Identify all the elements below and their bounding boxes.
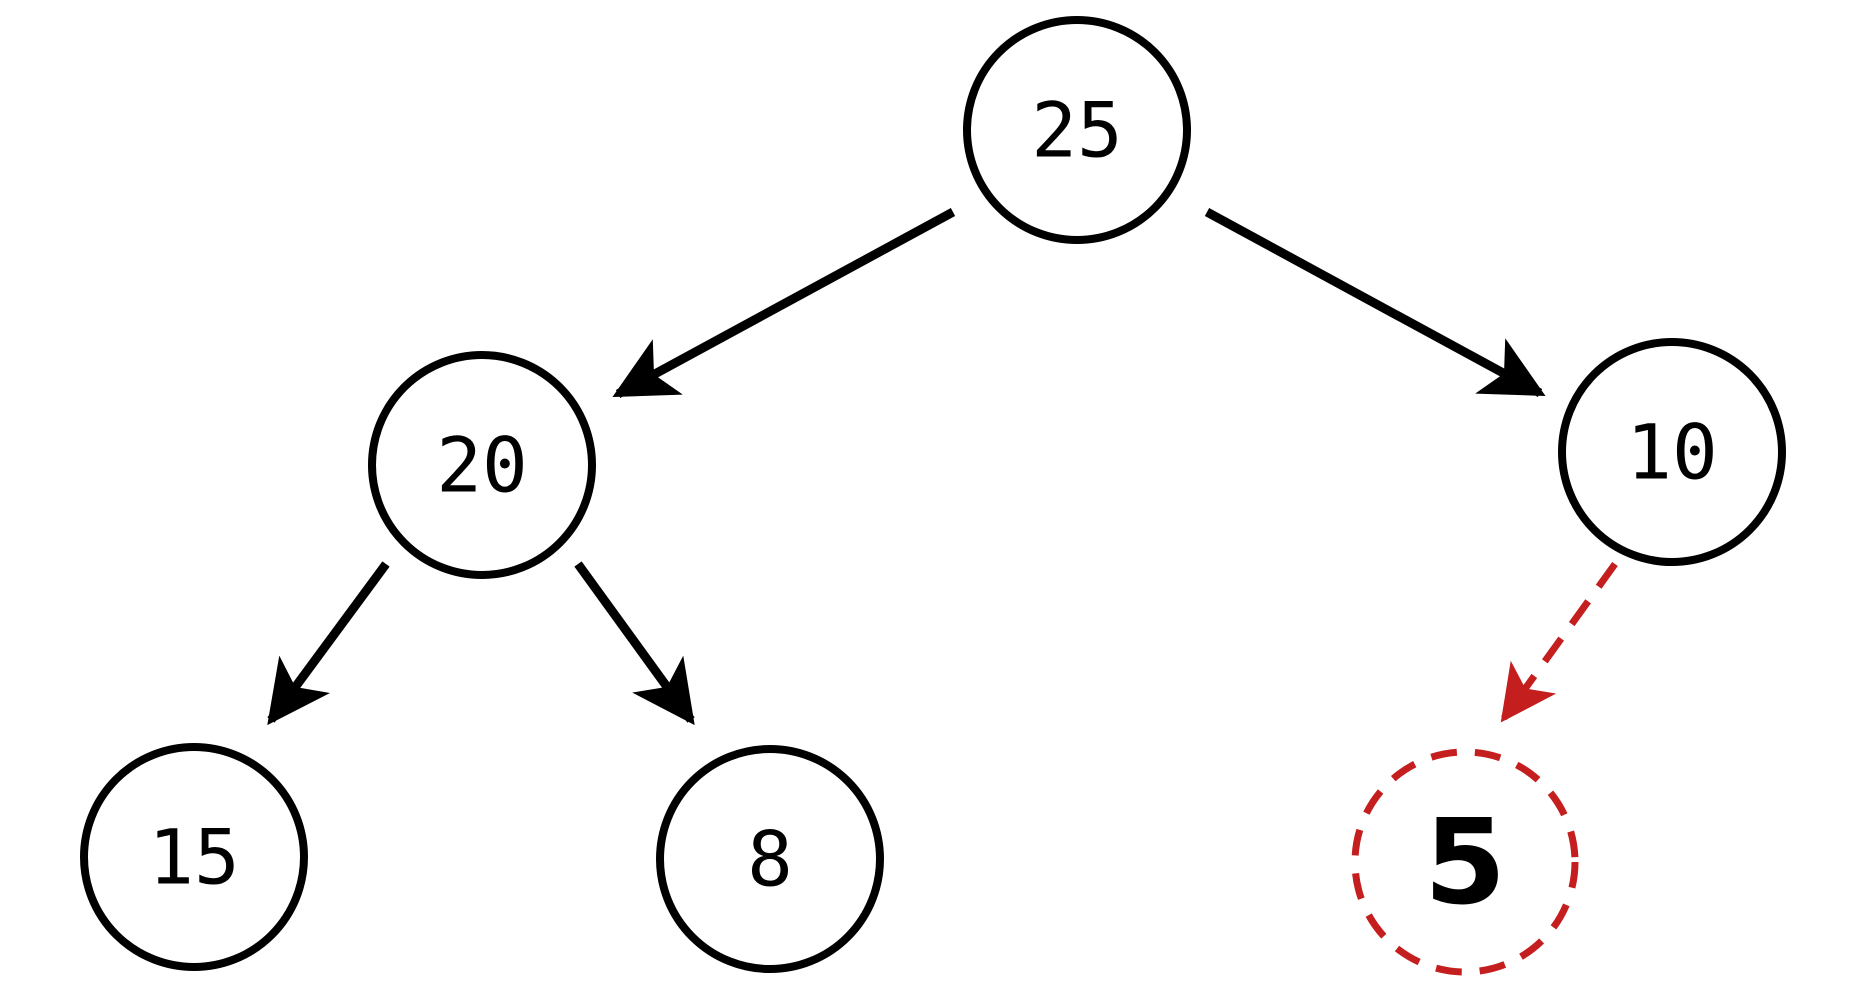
node-value: 25	[1031, 86, 1123, 175]
node-value: 10	[1626, 408, 1718, 497]
node-value: 5	[1424, 793, 1506, 931]
node-circle	[80, 743, 308, 971]
node-value: 20	[436, 421, 528, 510]
node-circle-dashed	[1351, 748, 1579, 976]
edge-25-to-10	[1204, 208, 1546, 397]
tree-node-10: 10	[1558, 338, 1786, 566]
node-circle	[368, 351, 596, 579]
edge-20-to-8	[574, 561, 695, 726]
edge-20-to-15	[267, 561, 390, 726]
tree-node-20: 20	[368, 351, 596, 579]
tree-node-8: 8	[656, 745, 884, 973]
edge-25-to-20	[612, 208, 956, 398]
node-circle	[656, 745, 884, 973]
node-value: 8	[747, 815, 793, 904]
node-value: 15	[148, 813, 240, 902]
tree-node-15: 15	[80, 743, 308, 971]
edge-10-to-5-inserted	[1500, 561, 1618, 723]
node-circle	[1558, 338, 1786, 566]
tree-node-5-inserted: 5	[1351, 748, 1579, 976]
node-circle	[963, 16, 1191, 244]
tree-node-25: 25	[963, 16, 1191, 244]
edges	[267, 208, 1618, 726]
